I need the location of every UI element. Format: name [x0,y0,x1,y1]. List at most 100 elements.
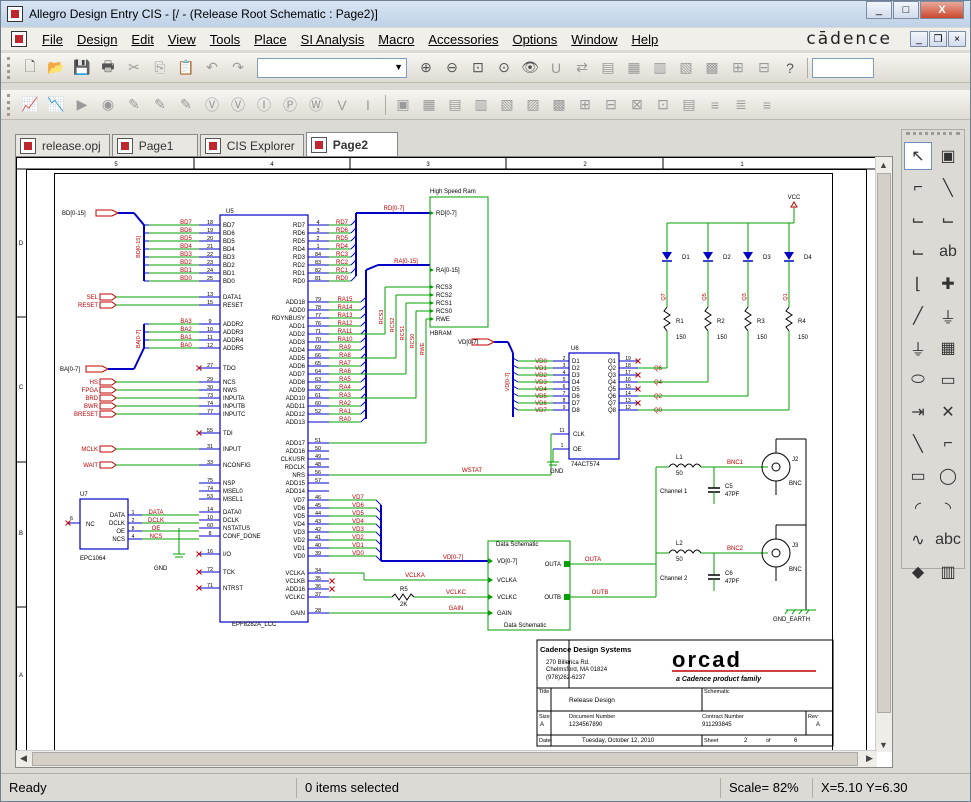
bus-entry-icon[interactable]: ╱ [913,308,923,325]
bezier-icon[interactable]: ∿ [911,532,925,549]
net-alias-icon[interactable]: ab [939,243,957,260]
vertical-scroll-thumb[interactable] [877,173,891,713]
mdi-minimize-button[interactable]: _ [910,31,928,47]
area-select-icon[interactable]: ⊞ [732,59,744,75]
menu-place[interactable]: Place [254,31,287,47]
probe3-icon[interactable]: ✎ [180,96,192,112]
zoom-in-icon[interactable]: ⊕ [420,59,432,75]
toolbar-grip[interactable] [7,93,13,116]
netlist-icon[interactable]: ▦ [627,59,641,75]
paste-icon[interactable]: 📋 [177,59,195,75]
elliptical-arc-icon[interactable]: ◝ [944,500,952,517]
grip2-icon[interactable]: ▣ [396,96,410,112]
menu-design[interactable]: Design [76,31,118,47]
visibility-icon[interactable]: 👁 [521,59,539,75]
tab-page2[interactable]: Page2 [305,132,398,156]
current-marker-icon[interactable]: Ⓘ [257,96,271,113]
place-wire-icon[interactable]: ⌐ [913,179,923,196]
save-icon[interactable]: 💾 [73,59,91,75]
scroll-down-icon[interactable]: ▼ [879,739,888,750]
power-marker-icon[interactable]: Ⓟ [283,96,297,113]
maximize-button[interactable]: □ [893,1,919,19]
text-icon[interactable]: abc [935,531,961,548]
tab-page1[interactable]: Page1 [111,134,198,156]
print-icon[interactable]: 🖶 [101,57,115,74]
rectangle-icon[interactable]: ▭ [910,468,926,485]
tab-release-opj[interactable]: release.opj [15,134,110,156]
watt-marker-icon[interactable]: Ⓦ [309,96,323,113]
zoom-all-icon[interactable]: ⊙ [498,59,510,75]
zoom-area-icon[interactable]: ⊡ [472,59,484,75]
no-connect-icon[interactable]: ✕ [941,404,955,421]
analysis-icon[interactable]: ▨ [526,96,540,112]
auto-wire-icon[interactable]: ⌙ [911,212,925,229]
undo-icon[interactable]: ↶ [206,59,218,75]
close-button[interactable]: X [920,1,964,19]
ground-icon[interactable]: ⏚ [909,342,926,359]
pspice-edit-sim-icon[interactable]: 📉 [47,96,65,112]
vertical-scrollbar[interactable]: ▲ ▼ [875,157,892,752]
mdi-restore-button[interactable]: ❐ [929,31,947,47]
menu-accessories[interactable]: Accessories [428,31,499,47]
auto-connect-bus-icon[interactable]: ⌙ [911,244,925,261]
menu-help[interactable]: Help [631,31,659,47]
menu-window[interactable]: Window [571,31,618,47]
sigxp-icon[interactable]: ▩ [552,96,566,112]
back-annotate-icon[interactable]: ⇄ [576,59,588,75]
zoom-out-icon[interactable]: ⊖ [446,59,458,75]
model-icon[interactable]: ▧ [500,96,514,112]
constraint-icon[interactable]: ⊞ [579,96,591,112]
align-left-icon[interactable]: ≡ [710,96,720,113]
bom-icon[interactable]: ▧ [679,59,693,75]
hier-block-icon[interactable]: ▦ [940,340,956,357]
line-icon[interactable]: ╲ [913,436,923,453]
cross-ref-icon[interactable]: ▥ [653,59,667,75]
polyline-icon[interactable]: ⌐ [943,435,953,452]
block-icon[interactable]: ▦ [422,96,436,112]
auto-wire-multi-icon[interactable]: ⌙ [941,212,955,229]
horizontal-scroll-thumb[interactable] [32,752,858,766]
cut-icon[interactable]: ✂ [128,59,140,75]
open-icon[interactable]: 📂 [47,59,65,75]
place-net-group-icon[interactable]: ╲ [943,180,953,197]
scroll-left-icon[interactable]: ◀ [20,753,27,763]
align-right-icon[interactable]: ≡ [762,96,772,113]
off-page-icon[interactable]: ⇥ [911,404,925,421]
help-icon[interactable]: ? [786,59,794,76]
scroll-right-icon[interactable]: ▶ [866,753,873,763]
power-icon[interactable]: ⏚ [939,310,956,327]
ieee-symbol-icon[interactable]: ◆ [911,564,925,581]
arc-icon[interactable]: ◜ [914,500,922,517]
menu-macro[interactable]: Macro [378,31,415,47]
menu-options[interactable]: Options [512,31,558,47]
annotate-icon[interactable]: U [550,59,562,76]
new-icon[interactable]: 🗋 [24,57,36,74]
view-sim-icon[interactable]: ◉ [101,96,115,112]
minimize-button[interactable]: _ [866,1,892,19]
drc-icon[interactable]: ▤ [601,59,615,75]
redo-icon[interactable]: ↷ [232,59,244,75]
select-icon[interactable]: ↖ [904,142,932,170]
junction-icon[interactable]: ✚ [941,276,955,293]
hier-pin-icon[interactable]: ▭ [940,372,956,389]
tab-cis-explorer[interactable]: CIS Explorer [199,134,304,156]
probe-icon[interactable]: ✎ [128,96,140,112]
menu-view[interactable]: View [167,31,196,47]
project-manager-icon[interactable]: ⊟ [758,59,770,75]
menu-tools[interactable]: Tools [209,31,241,47]
menu-edit[interactable]: Edit [131,31,154,47]
snap-grid-icon[interactable]: ▩ [705,59,719,75]
diff-marker-icon[interactable]: Ⓥ [231,96,245,113]
search-combo[interactable] [812,57,874,78]
run-icon[interactable]: ▶ [76,96,88,112]
bias-v-icon[interactable]: V [337,96,347,113]
library-icon[interactable]: ⊡ [657,96,669,112]
port-icon[interactable]: ⬭ [911,371,925,388]
menu-si-analysis[interactable]: SI Analysis [300,31,365,47]
bias-i-icon[interactable]: I [366,96,370,113]
pspice-new-sim-icon[interactable]: 📈 [21,96,39,112]
report-icon[interactable]: ▤ [682,96,696,112]
probe2-icon[interactable]: ✎ [154,96,166,112]
scroll-up-icon[interactable]: ▲ [879,159,888,170]
